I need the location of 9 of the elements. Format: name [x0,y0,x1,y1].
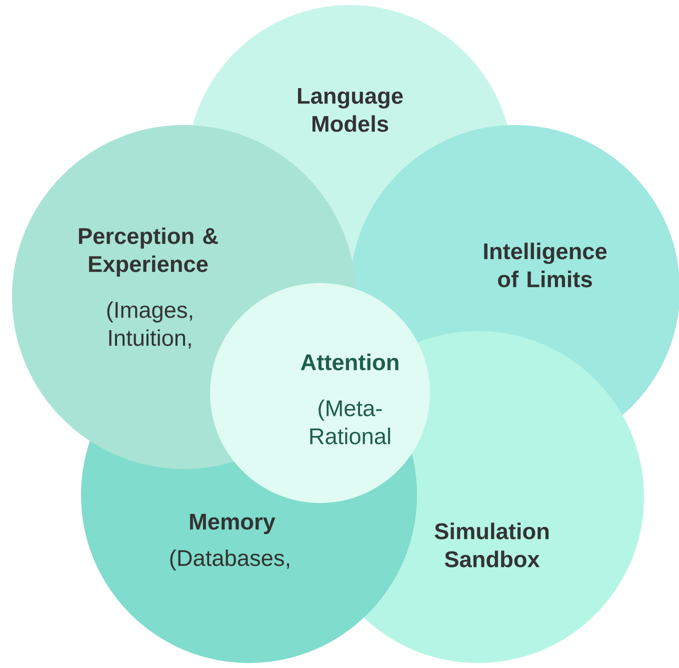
circle-title: Attention [300,354,398,370]
circle-title: Language Models [298,88,403,132]
circle-subtitle: (Databases, [170,549,290,571]
circle-title: Memory [190,514,276,534]
circle-subtitle: (Meta-Rational [310,400,390,444]
circle-subtitle: (Images, Intuition, [107,301,192,349]
circle-title: Simulation Sandbox [434,522,549,568]
circle-title: Perception & Experience [79,227,218,277]
circle-title: Intelligence of Limits [484,242,607,288]
